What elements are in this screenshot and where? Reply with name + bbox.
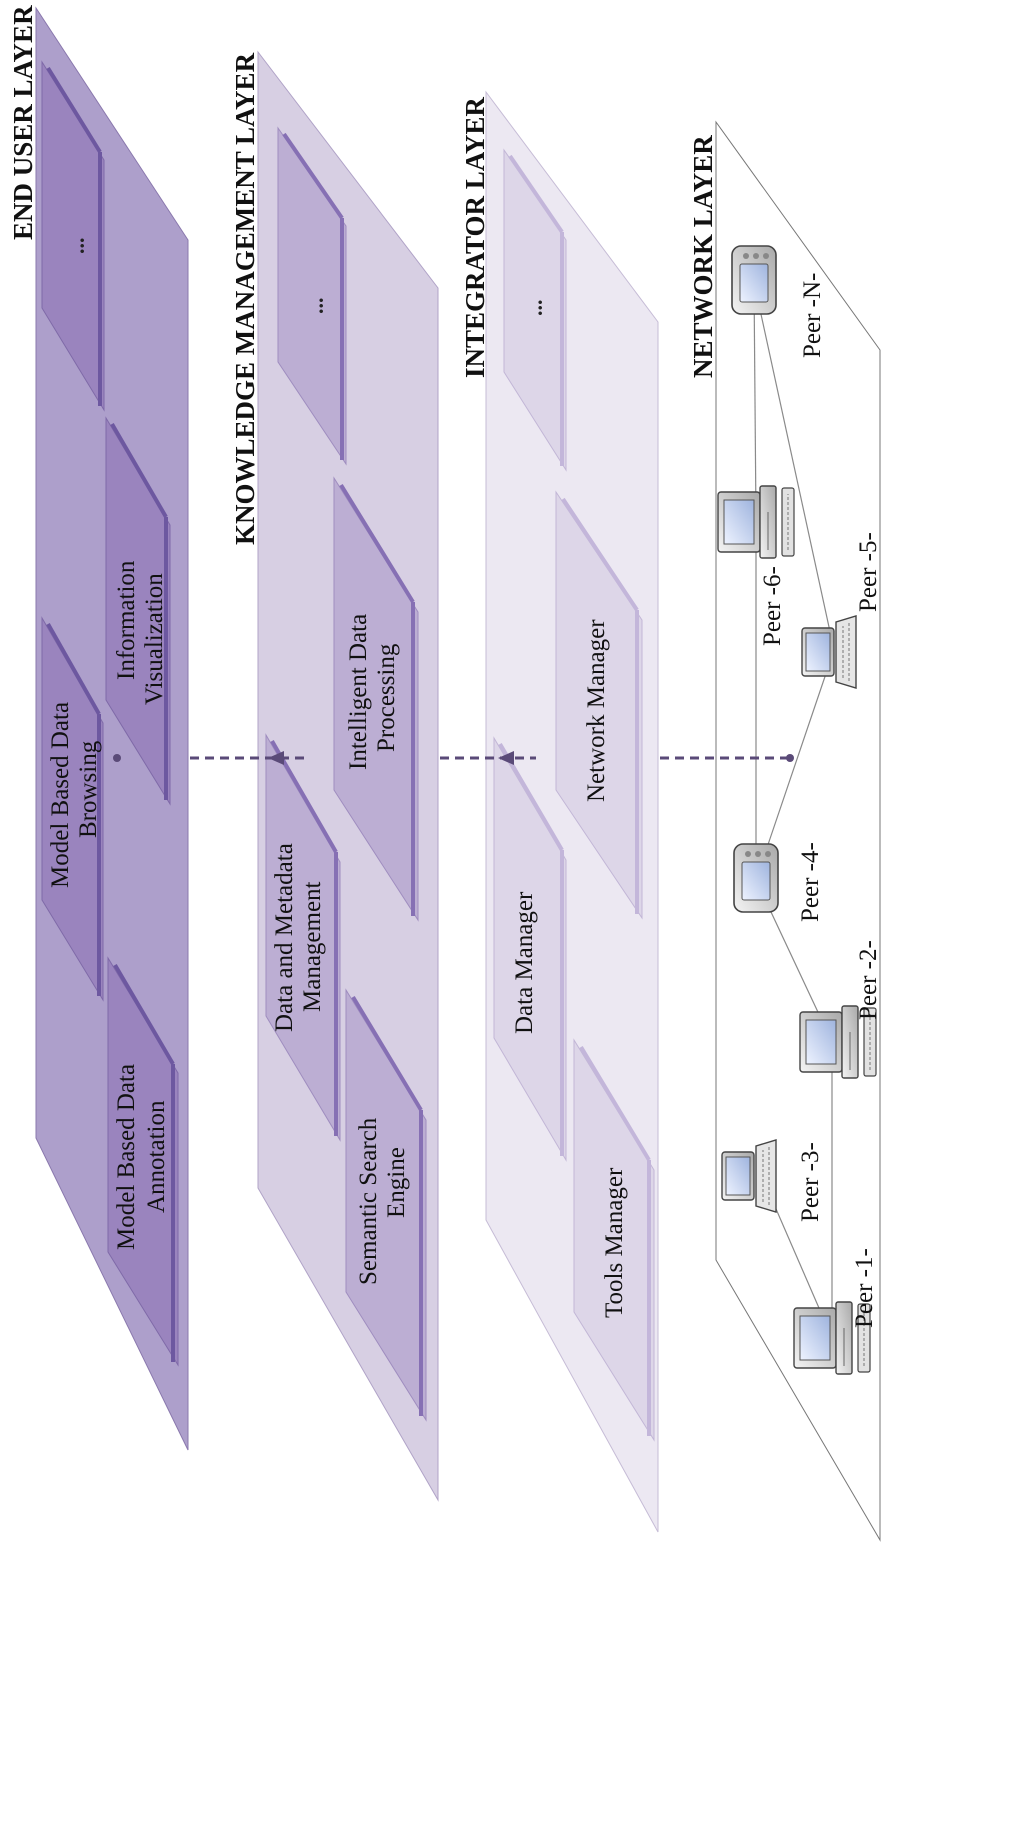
knowledge-management-layer: KNOWLEDGE MANAGEMENT LAYER Semantic Sear… [230, 50, 439, 1502]
module-label: Processing [373, 643, 400, 752]
module-label: Visualization [141, 573, 168, 705]
module-edge [508, 154, 564, 234]
integrator-layer-title: INTEGRATOR LAYER [460, 97, 490, 378]
peer-2-label: Peer -2- [855, 940, 882, 1020]
module-label: Model Based Data [113, 1064, 140, 1250]
module-label: Tools Manager [601, 1167, 628, 1318]
link-peer5-peerN [753, 281, 835, 651]
module-edge [561, 497, 639, 612]
module-label: Information [113, 560, 140, 680]
module-label: Annotation [143, 1100, 170, 1213]
module-label: Management [299, 881, 326, 1012]
end-user-layer: END USER LAYER Model Based Data Annotati… [8, 5, 189, 1451]
peer-6-label: Peer -6- [759, 566, 786, 646]
peer-n-pda-icon[interactable] [731, 245, 777, 315]
peer-4-label: Peer -4- [797, 842, 824, 922]
module-label: Engine [383, 1147, 410, 1218]
network-layer: NETWORK LAYER Peer -1- Peer -2- Peer -3-… [688, 120, 882, 1542]
end-user-layer-title: END USER LAYER [8, 5, 38, 240]
arrow-head-knowledge [268, 751, 284, 765]
module-ellipsis: ... [64, 238, 89, 255]
module-ellipsis: ... [522, 300, 547, 317]
connector-network-dot [786, 754, 794, 762]
integrator-layer: INTEGRATOR LAYER Tools Manager Data Mana… [460, 90, 659, 1533]
module-label: Semantic Search [355, 1117, 382, 1285]
peer-1-label: Peer -1- [851, 1248, 878, 1328]
peer-6-desktop-icon[interactable] [717, 485, 795, 559]
link-peer4-peer5 [755, 649, 835, 881]
connector-origin-dot [113, 754, 121, 762]
module-label: Data and Metadata [271, 843, 298, 1032]
module-edge [339, 483, 415, 604]
module-edge [46, 66, 102, 154]
module-edge [46, 623, 101, 715]
link-peer6-peerN [753, 281, 757, 521]
peer-5-label: Peer -5- [855, 532, 882, 612]
module-edge [110, 422, 168, 519]
module-ellipsis: ... [303, 298, 328, 315]
network-layer-title: NETWORK LAYER [688, 135, 718, 378]
module-edge [579, 1045, 651, 1162]
module-edge [351, 995, 423, 1112]
peer-4-pda-icon[interactable] [733, 843, 779, 913]
module-label: Network Manager [583, 619, 610, 802]
peer-3-label: Peer -3- [797, 1142, 824, 1222]
knowledge-layer-title: KNOWLEDGE MANAGEMENT LAYER [230, 52, 260, 545]
arrow-head-integrator [498, 751, 514, 765]
peer-n-label: Peer -N- [799, 273, 826, 358]
module-label: Model Based Data [47, 702, 74, 888]
module-label: Intelligent Data [345, 614, 372, 770]
module-label: Data Manager [511, 891, 538, 1034]
module-edge [282, 132, 344, 220]
module-edge [113, 963, 175, 1066]
module-label: Browsing [75, 740, 102, 838]
